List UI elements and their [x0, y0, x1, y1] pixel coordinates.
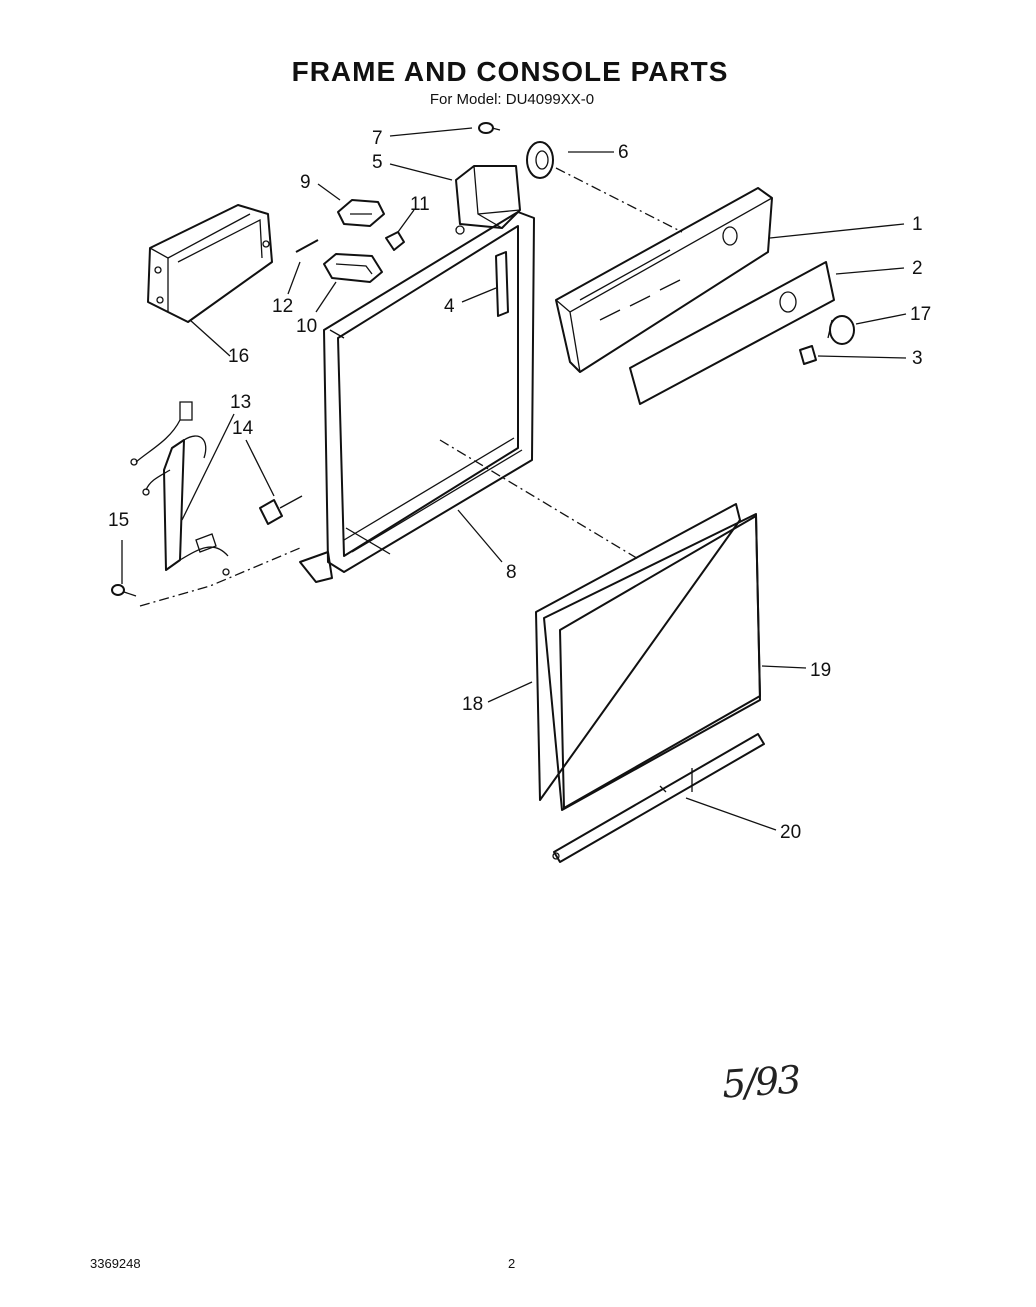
callout-13: 13	[230, 392, 251, 413]
callout-18: 18	[462, 694, 483, 715]
callout-15: 15	[108, 510, 129, 531]
callout-8: 8	[506, 562, 517, 583]
part-9-switch	[337, 199, 385, 227]
callout-16: 16	[228, 346, 249, 367]
callout-6: 6	[618, 142, 629, 163]
part-6-dial	[526, 141, 554, 179]
callout-19: 19	[810, 660, 831, 681]
part-2-overlay	[629, 261, 835, 405]
callout-2: 2	[912, 258, 923, 279]
callout-9: 9	[300, 172, 311, 193]
page-number: 2	[508, 1256, 516, 1271]
part-1-console	[555, 187, 773, 373]
part-19-door-panel	[543, 513, 761, 811]
part-10-bracket	[323, 253, 383, 283]
part-13-harness	[130, 401, 230, 576]
handwritten-date: 5/93	[720, 1057, 801, 1107]
part-5-timer	[455, 165, 521, 235]
part-17-knob	[827, 315, 855, 345]
callout-17: 17	[910, 304, 931, 325]
callout-20: 20	[780, 822, 801, 843]
part-4-frame	[299, 211, 535, 583]
callout-4: 4	[444, 296, 455, 317]
callout-3: 3	[912, 348, 923, 369]
part-3-button	[799, 345, 817, 365]
callout-labels: 7 5 6 9 11 12 10 4 1 2 17 3 16 13 14 15 …	[108, 128, 931, 843]
leader-lines	[121, 127, 907, 831]
callout-12: 12	[272, 296, 293, 317]
part-12-pin	[295, 239, 319, 253]
model-subtitle: For Model: DU4099XX-0	[429, 91, 595, 108]
part-16-control-box	[147, 204, 273, 323]
callout-10: 10	[296, 316, 317, 337]
callout-5: 5	[372, 152, 383, 173]
part-14-thermostat	[259, 495, 303, 525]
callout-7: 7	[372, 128, 383, 149]
callout-1: 1	[912, 214, 923, 235]
part-11-clip	[385, 231, 405, 251]
part-18-door-panel	[535, 503, 741, 801]
page-title: FRAME AND CONSOLE PARTS	[291, 56, 729, 87]
document-number: 3369248	[90, 1256, 141, 1271]
callout-11: 11	[410, 194, 430, 215]
part-20-trim	[552, 733, 765, 863]
part-15-screw	[111, 584, 137, 597]
part-7-screw	[478, 122, 501, 134]
callout-14: 14	[232, 418, 254, 439]
